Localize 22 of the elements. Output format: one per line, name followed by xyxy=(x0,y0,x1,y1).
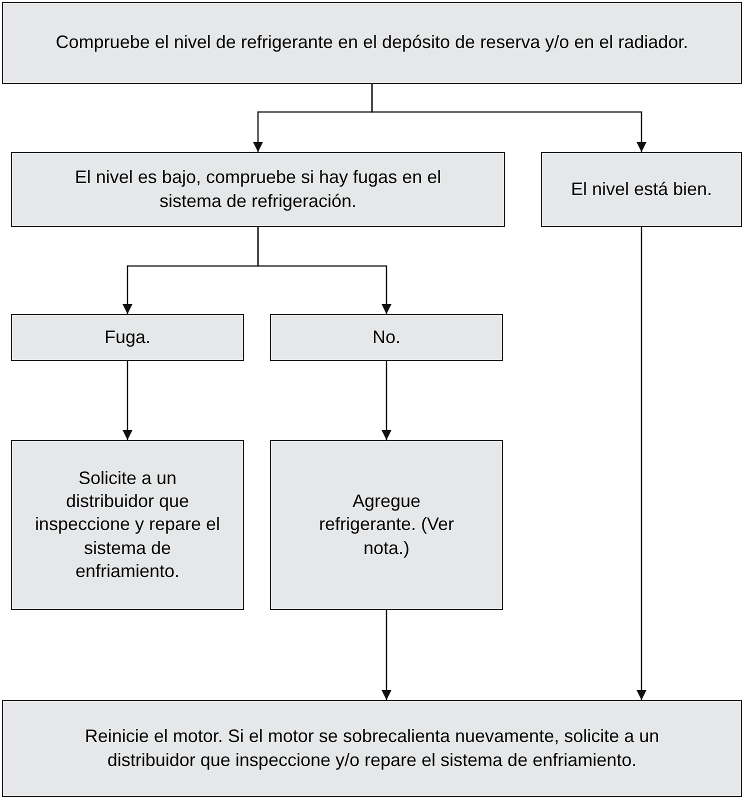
box-text: Agregue refrigerante. (Ver nota.) xyxy=(318,490,456,560)
arrow xyxy=(636,227,646,700)
process-box xyxy=(270,440,503,610)
box-text: Reinicie el motor. Si el motor se sobrecalienta nuevamente, solicite a un distribuidor que inspeccione y/o repare el sistema de enfriamiento. xyxy=(84,725,660,772)
process-box xyxy=(2,700,742,797)
box-text: El nivel está bien. xyxy=(570,178,712,201)
process-box xyxy=(270,314,503,361)
box-text: Solicite a un distribuidor que inspeccione y repare el sistema de enfriamiento. xyxy=(34,466,222,584)
process-box xyxy=(541,152,742,227)
arrow xyxy=(257,227,392,314)
process-box xyxy=(11,314,244,361)
box-text: El nivel es bajo, compruebe si hay fugas en el sistema de refrigeración. xyxy=(74,166,442,213)
box-text: Fuga. xyxy=(104,326,151,349)
box-text: Compruebe el nivel de refrigerante en el depósito de reserva y/o en el radiador. xyxy=(56,31,688,54)
process-box xyxy=(11,440,244,610)
arrow xyxy=(382,361,392,440)
arrow xyxy=(122,361,132,440)
arrow xyxy=(382,610,392,700)
process-box xyxy=(11,152,505,227)
box-text: No. xyxy=(372,326,400,349)
process-box xyxy=(2,2,742,84)
arrow xyxy=(371,84,646,152)
